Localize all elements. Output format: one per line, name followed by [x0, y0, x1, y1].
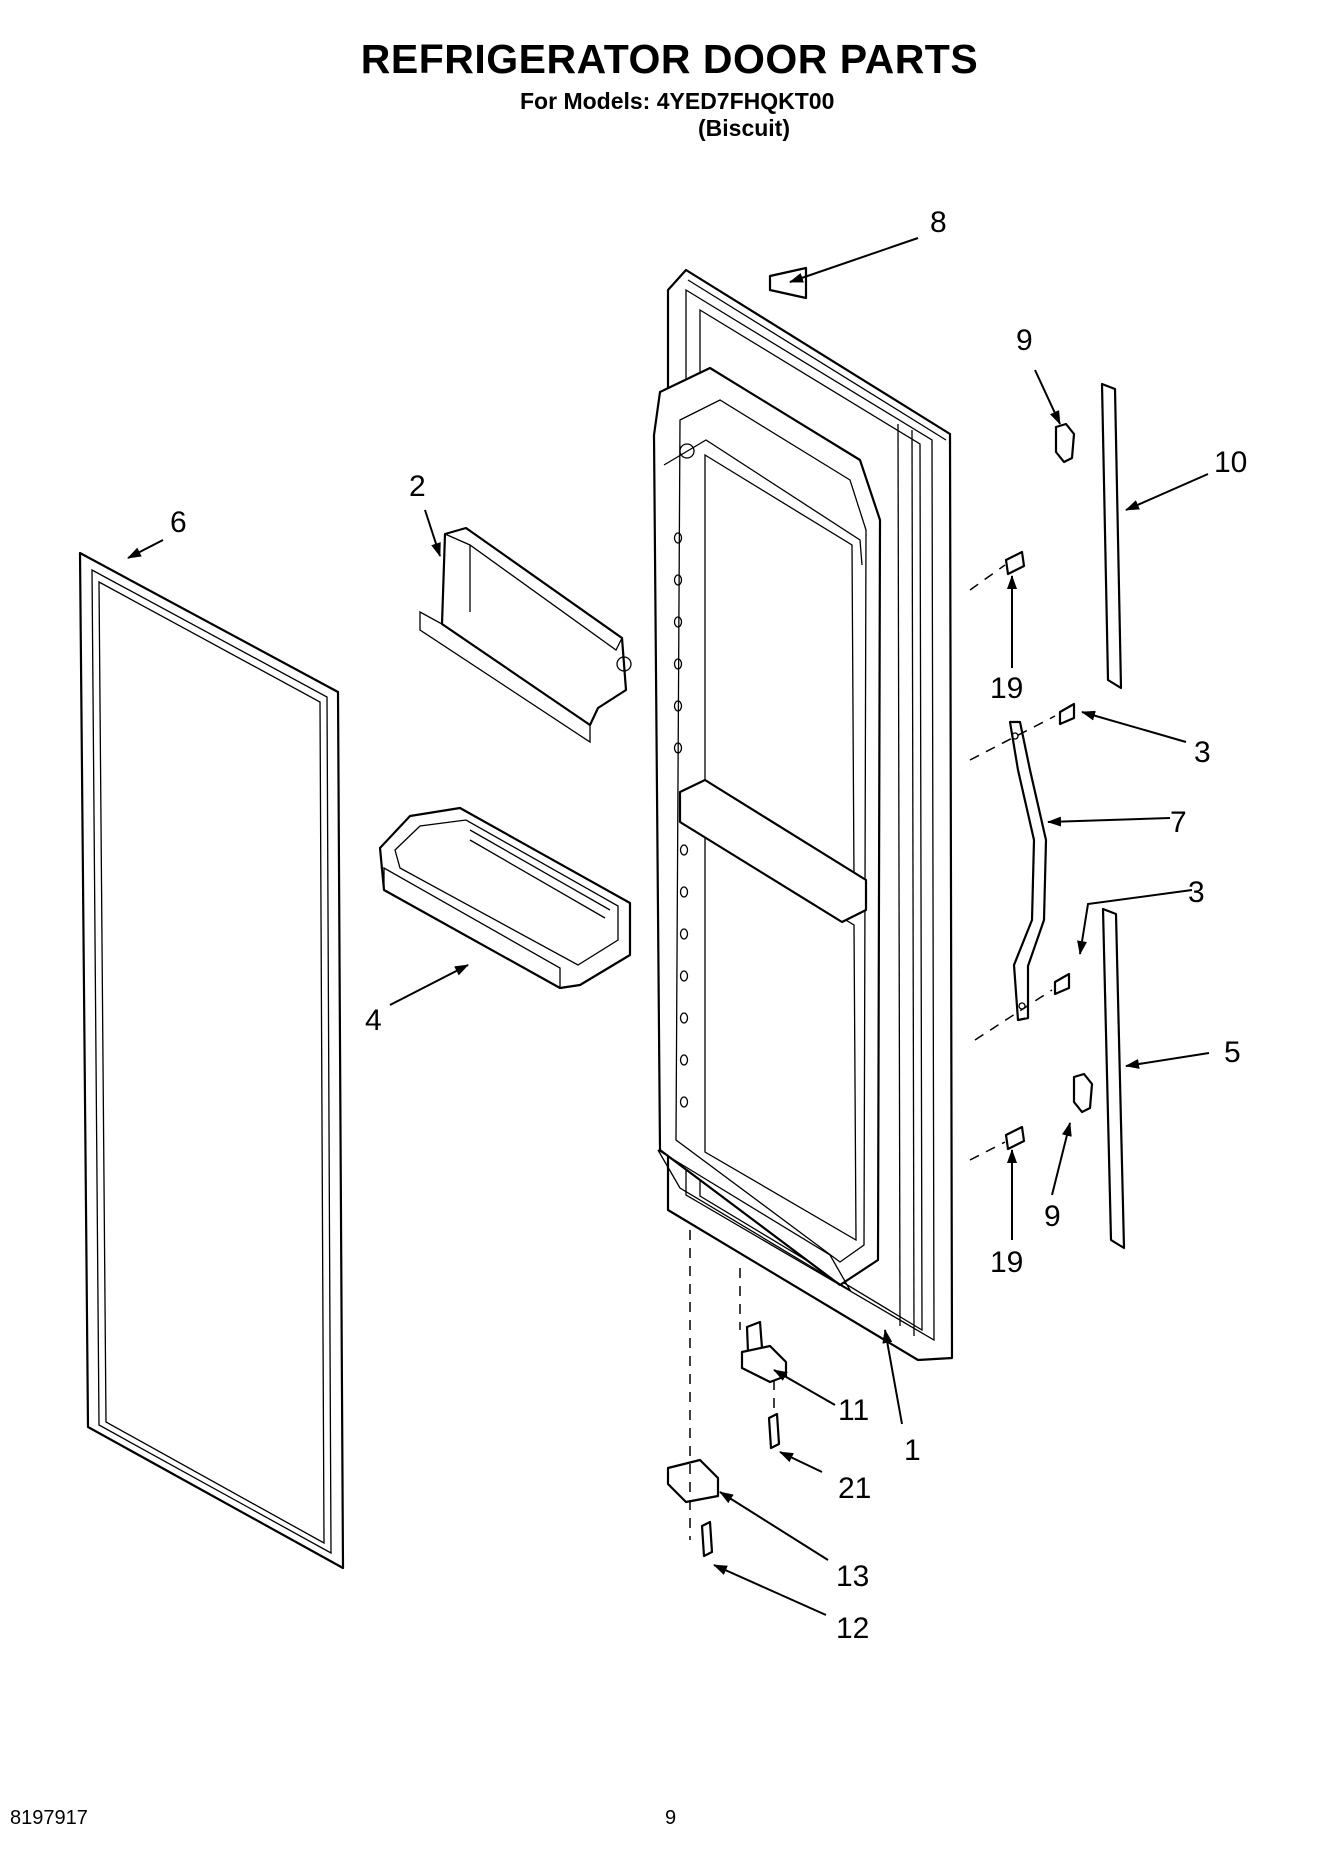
upper-handle-trim	[1100, 382, 1123, 690]
callout-21: 21	[838, 1472, 871, 1505]
door-bin-cover	[419, 526, 632, 744]
door-handle	[1008, 720, 1048, 1022]
callout-8: 8	[930, 206, 947, 239]
callout-19-lower: 19	[990, 1246, 1023, 1279]
door-stop-screw	[700, 1520, 714, 1558]
callout-7: 7	[1170, 806, 1187, 839]
callout-10: 10	[1214, 446, 1247, 479]
callout-3-upper: 3	[1194, 736, 1211, 769]
callout-11: 11	[838, 1394, 869, 1427]
color-line: (Biscuit)	[698, 115, 790, 141]
models-line: For Models: 4YED7FHQKT00	[520, 88, 835, 114]
callout-2: 2	[409, 470, 426, 503]
callout-13: 13	[836, 1560, 869, 1593]
callout-3-lower: 3	[1188, 876, 1205, 909]
callout-9-upper: 9	[1016, 324, 1033, 357]
callout-6: 6	[170, 506, 187, 539]
lower-handle-trim	[1101, 907, 1126, 1250]
callout-numbers: 8 9 10 2 6 19 3 7 3 4 5 9 19 11 1 21 13 …	[170, 206, 1247, 1645]
callout-1: 1	[904, 1434, 921, 1467]
page-number: 9	[665, 1807, 677, 1829]
callout-9-lower: 9	[1044, 1200, 1061, 1233]
callout-5: 5	[1224, 1036, 1241, 1069]
door-gasket	[78, 551, 345, 1570]
handle-clip-upper	[1054, 422, 1076, 464]
callout-19-upper: 19	[990, 672, 1023, 705]
handle-screws	[1053, 702, 1076, 996]
door-trim-screws	[1004, 550, 1026, 1151]
handle-clip-lower	[1072, 1072, 1094, 1114]
document-number: 8197917	[10, 1807, 88, 1829]
page-title: REFRIGERATOR DOOR PARTS	[360, 36, 979, 82]
alignment-lines	[689, 564, 1056, 1540]
refrigerator-door	[652, 268, 954, 1362]
hinge-screw	[767, 1412, 781, 1450]
callout-4: 4	[365, 1004, 382, 1037]
door-label	[768, 266, 808, 300]
callout-12: 12	[836, 1612, 869, 1645]
door-stop	[666, 1458, 720, 1504]
door-shelf-bin	[378, 806, 632, 990]
callout-leaders	[127, 237, 1210, 1616]
